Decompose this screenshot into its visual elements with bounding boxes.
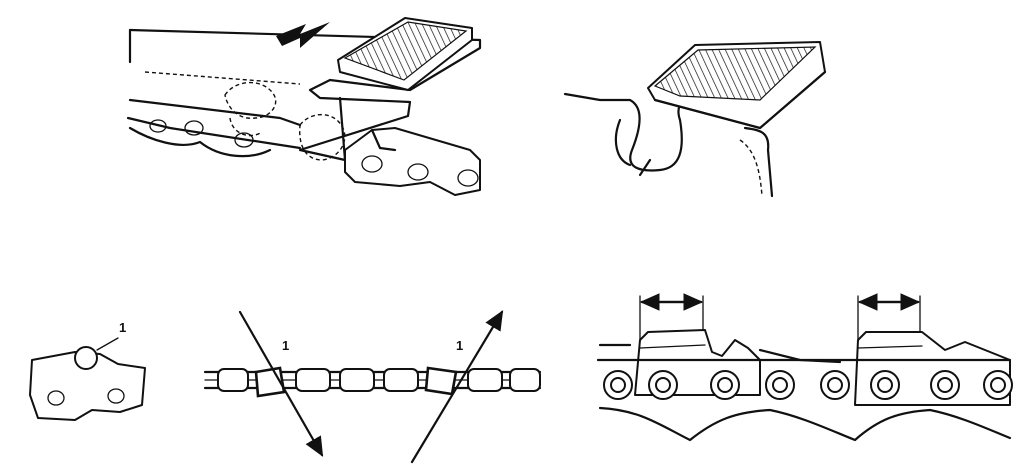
left-filing-angle-arrow-icon — [238, 310, 324, 457]
depth-gauge-closeup — [563, 41, 827, 198]
chain-top-view: 1 1 — [203, 310, 542, 464]
file-guide-illustration — [126, 17, 482, 196]
right-filing-angle-arrow-icon — [410, 310, 504, 464]
left-arrow-callout-label: 1 — [282, 338, 289, 353]
link-callout-label: 1 — [119, 320, 126, 335]
right-arrow-callout-label: 1 — [456, 338, 463, 353]
chain-side-view — [596, 293, 1013, 442]
push-direction-arrow-icon — [276, 22, 330, 48]
cutter-link-detail: 1 — [29, 320, 146, 421]
